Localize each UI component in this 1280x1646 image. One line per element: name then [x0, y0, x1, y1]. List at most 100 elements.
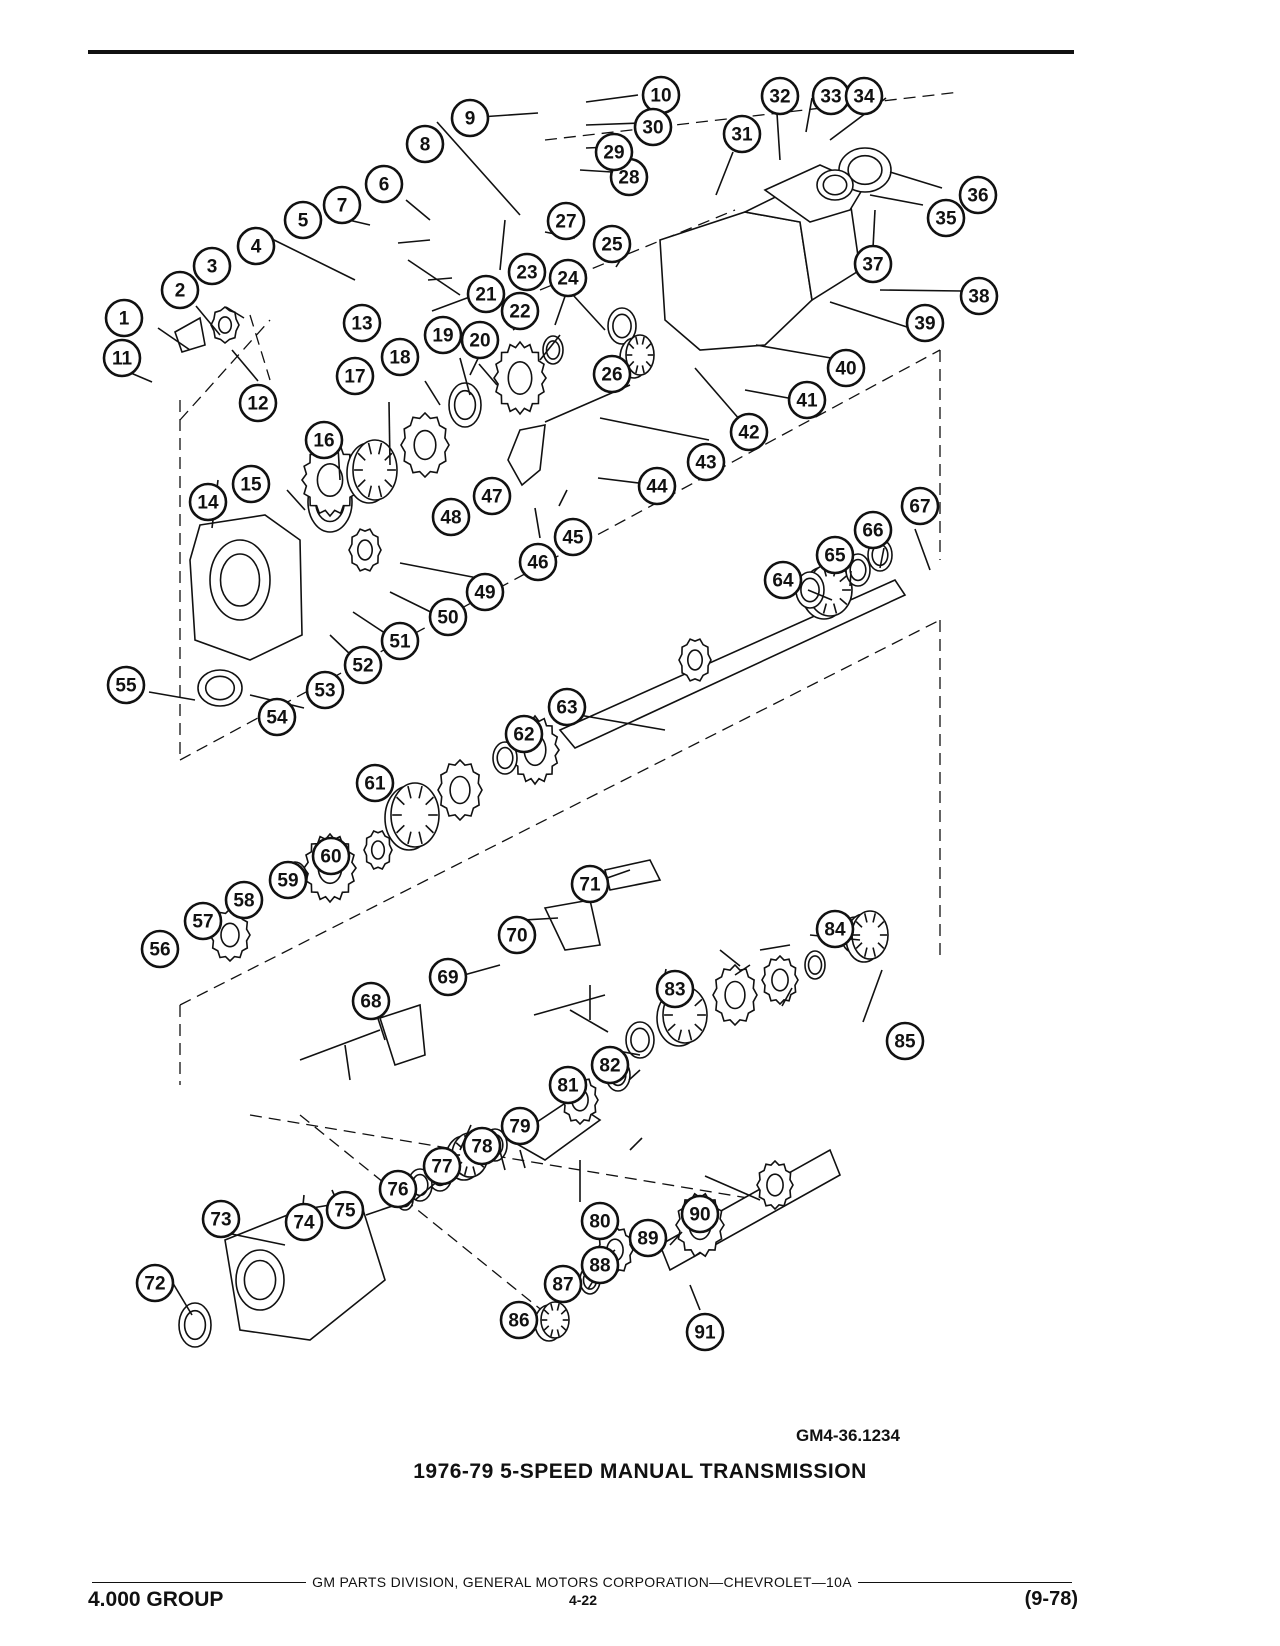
- leader-line: [388, 401, 391, 466]
- leader-line: [694, 367, 741, 421]
- second-gear-ring: [492, 741, 518, 775]
- callout-18: 18: [380, 337, 420, 377]
- callout-label: 32: [769, 87, 790, 108]
- callout-label: 29: [603, 143, 624, 164]
- callout-40: 40: [826, 348, 866, 388]
- callout-62: 62: [504, 714, 544, 754]
- callout-label: 56: [149, 940, 170, 961]
- callout-label: 45: [562, 528, 584, 549]
- rear-bushing: [816, 169, 854, 201]
- footer-division-line: GM PARTS DIVISION, GENERAL MOTORS CORPOR…: [92, 1574, 1072, 1590]
- callout-42: 42: [729, 412, 769, 452]
- callout-55: 55: [106, 665, 146, 705]
- callout-23: 23: [507, 252, 547, 292]
- callout-label: 58: [233, 891, 254, 912]
- synchronizer-sleeve-front: [346, 439, 398, 504]
- callout-3: 3: [192, 246, 232, 286]
- callout-label: 63: [556, 698, 577, 719]
- callout-label: 6: [379, 175, 390, 196]
- callout-label: 33: [820, 87, 841, 108]
- callout-label: 27: [555, 212, 576, 233]
- blocking-ring: [448, 382, 482, 428]
- callout-label: 4: [251, 237, 262, 258]
- dashed-guide: [179, 319, 271, 421]
- callout-label: 16: [313, 431, 334, 452]
- callout-85: 85: [885, 1021, 925, 1061]
- callout-label: 13: [351, 314, 372, 335]
- leader-line: [397, 239, 431, 244]
- callout-89: 89: [628, 1218, 668, 1258]
- callout-50: 50: [428, 597, 468, 637]
- callout-34: 34: [844, 76, 884, 116]
- callout-83: 83: [655, 969, 695, 1009]
- callout-56: 56: [140, 929, 180, 969]
- callout-41: 41: [787, 380, 827, 420]
- callout-label: 21: [475, 285, 497, 306]
- callout-label: 17: [344, 367, 365, 388]
- callout-53: 53: [305, 670, 345, 710]
- callout-label: 65: [824, 546, 846, 567]
- callout-81: 81: [548, 1065, 588, 1105]
- callout-label: 7: [337, 196, 348, 217]
- callout-label: 75: [334, 1201, 356, 1222]
- leader-line: [715, 151, 734, 196]
- callout-label: 42: [738, 423, 759, 444]
- leader-line: [231, 349, 259, 382]
- callout-2: 2: [160, 270, 200, 310]
- callout-label: 8: [420, 135, 431, 156]
- callout-label: 62: [513, 725, 534, 746]
- callout-8: 8: [405, 124, 445, 164]
- leader-line: [734, 964, 751, 976]
- callout-49: 49: [465, 572, 505, 612]
- bearing-race: [607, 307, 637, 345]
- callout-label: 41: [796, 391, 818, 412]
- lower-blocking-ring: [625, 1021, 655, 1059]
- callout-label: 69: [437, 968, 458, 989]
- callout-label: 35: [935, 209, 957, 230]
- callout-26: 26: [592, 354, 632, 394]
- leader-line: [628, 1069, 641, 1081]
- footer-bottom: 4.000 GROUP 4-22 (9-78): [88, 1588, 1078, 1614]
- shift-rail: [299, 1029, 381, 1061]
- leader-line: [879, 547, 885, 569]
- leader-line: [629, 1137, 643, 1151]
- leader-line: [157, 327, 191, 351]
- leader-line: [578, 714, 666, 731]
- blocking-ring-middle: [363, 829, 393, 871]
- mainshaft-spline-gear: [678, 638, 712, 682]
- callout-label: 87: [552, 1275, 573, 1296]
- callout-36: 36: [958, 175, 998, 215]
- callout-25: 25: [592, 224, 632, 264]
- leader-line: [479, 112, 539, 118]
- leader-line: [534, 507, 541, 539]
- leader-line: [719, 949, 741, 967]
- callout-label: 47: [481, 487, 502, 508]
- leader-line: [807, 589, 833, 601]
- callout-label: 46: [527, 553, 548, 574]
- callout-67: 67: [900, 486, 940, 526]
- leader-line: [572, 294, 606, 331]
- callout-29: 29: [594, 132, 634, 172]
- callout-label: 68: [360, 992, 381, 1013]
- callout-label: 12: [247, 394, 268, 415]
- callout-label: 10: [650, 86, 671, 107]
- callout-7: 7: [322, 185, 362, 225]
- callout-46: 46: [518, 542, 558, 582]
- leader-line: [405, 199, 431, 221]
- shift-rail-tab: [604, 859, 662, 891]
- callout-label: 1: [119, 309, 130, 330]
- footer-rule-left: [92, 1581, 307, 1583]
- callout-label: 22: [509, 302, 530, 323]
- callout-label: 19: [432, 326, 453, 347]
- callout-80: 80: [580, 1201, 620, 1241]
- callout-label: 37: [862, 255, 883, 276]
- leader-line: [781, 987, 793, 1007]
- synchronizer-hub-lower: [712, 963, 758, 1027]
- callout-17: 17: [335, 356, 375, 396]
- callout-45: 45: [553, 517, 593, 557]
- leader-line: [269, 237, 356, 281]
- leader-line: [889, 171, 943, 189]
- callout-label: 26: [601, 365, 622, 386]
- leader-line: [463, 964, 501, 976]
